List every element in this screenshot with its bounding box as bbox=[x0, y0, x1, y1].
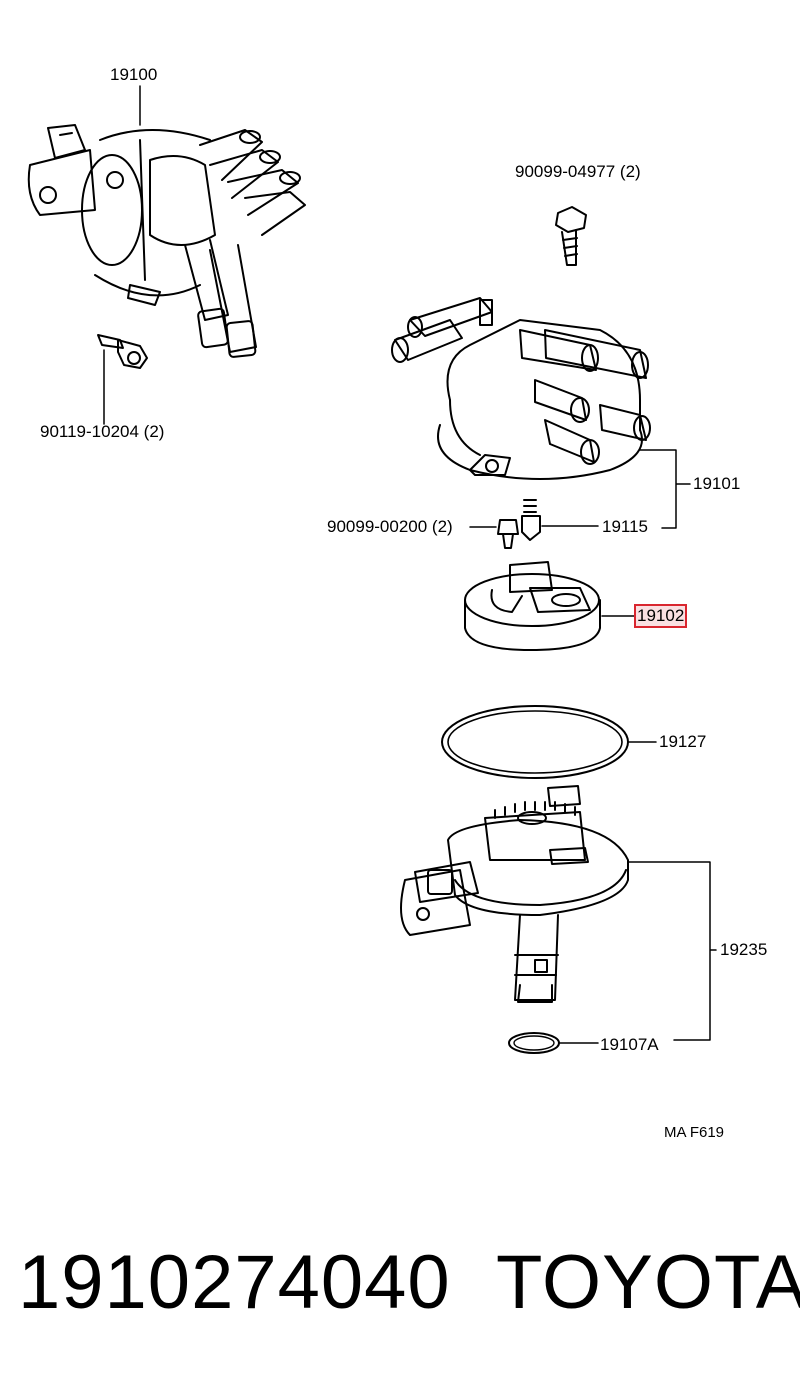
bolt-90119-10204-illustration bbox=[97, 334, 148, 369]
callout-19100: 19100 bbox=[110, 65, 158, 84]
leader-19101 bbox=[639, 449, 691, 529]
callout-19107a: 19107A bbox=[600, 1035, 659, 1054]
distributor-cap-illustration bbox=[391, 297, 651, 480]
screw-90099-00200-illustration bbox=[497, 519, 519, 549]
housing-19235-illustration bbox=[400, 785, 629, 1003]
callout-19115: 19115 bbox=[602, 517, 649, 536]
callout-90119-10204: 90119-10204 (2) bbox=[40, 422, 165, 441]
callout-90099-00200: 90099-00200 (2) bbox=[327, 517, 453, 536]
gasket-19127-illustration bbox=[441, 705, 629, 779]
rotor-19102-illustration bbox=[464, 561, 601, 651]
distributor-assembly-illustration bbox=[27, 124, 306, 358]
part-number: 1910274040 bbox=[18, 1240, 451, 1325]
brand-name: TOYOTA bbox=[496, 1240, 800, 1325]
carbon-brush-19115-illustration bbox=[521, 499, 541, 541]
callout-90099-04977: 90099-04977 (2) bbox=[515, 162, 641, 181]
o-ring-19107a-illustration bbox=[508, 1032, 560, 1054]
callout-19102-highlighted[interactable]: 19102 bbox=[633, 604, 688, 628]
callout-19235: 19235 bbox=[720, 940, 768, 959]
callout-19127: 19127 bbox=[659, 732, 707, 751]
callout-19101: 19101 bbox=[693, 474, 741, 493]
bolt-90099-04977-illustration bbox=[555, 206, 587, 266]
exploded-parts-diagram bbox=[27, 85, 717, 1054]
diagram-reference-code: MA F619 bbox=[664, 1124, 725, 1141]
leader-19235 bbox=[627, 861, 717, 1041]
